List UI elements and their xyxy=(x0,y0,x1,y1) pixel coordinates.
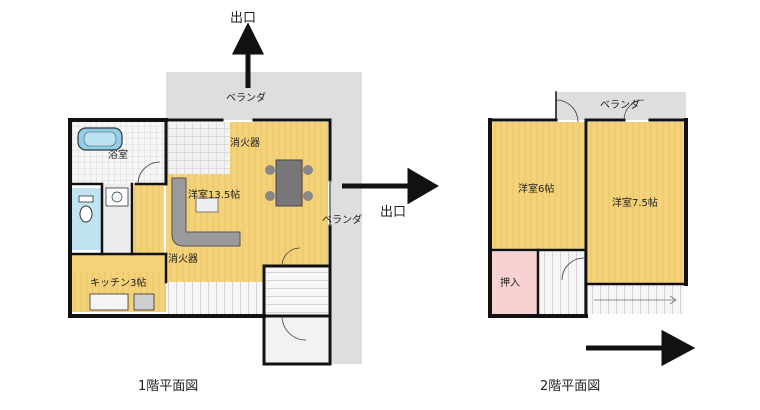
chair-icon xyxy=(303,191,313,201)
room-east-label: 洋室7.5帖 xyxy=(612,196,658,209)
exit-top-label: 出口 xyxy=(230,11,256,26)
dining-table-icon xyxy=(275,159,303,207)
exit-arrow-up xyxy=(231,22,265,88)
kitchen-counter xyxy=(72,254,166,272)
fire-extinguisher-label-1: 消火器 xyxy=(230,136,260,149)
floor1-plan: 出口 出口 ベランダ ベランダ 浴室 洋室13.5帖 消火器 消火器 キッチン3… xyxy=(68,11,439,394)
sofa-icon xyxy=(171,177,241,247)
floor2-plan: ベランダ 洋室6帖 洋室7.5帖 押入 2階平面図 xyxy=(488,91,696,394)
stair-direction-icon xyxy=(594,295,677,305)
door-swing-lower xyxy=(281,315,307,341)
kitchen-label: キッチン3帖 xyxy=(90,276,146,289)
door-swing-hall xyxy=(561,257,585,281)
closet-area xyxy=(490,252,538,314)
chair-icon xyxy=(265,165,275,175)
toilet-icon xyxy=(79,205,93,223)
entry-tile-area xyxy=(168,122,230,174)
floor2-walls xyxy=(488,91,688,318)
chair-icon xyxy=(265,191,275,201)
stairs-floor1-lower xyxy=(166,282,262,314)
hallway-floor2 xyxy=(540,252,586,314)
living-room-label: 洋室13.5帖 xyxy=(188,188,240,201)
stove-icon xyxy=(133,293,155,311)
floor2-title: 2階平面図 xyxy=(540,379,600,394)
exit-right-label: 出口 xyxy=(380,205,406,220)
closet-label: 押入 xyxy=(500,276,520,289)
room-west-label: 洋室6帖 xyxy=(518,182,554,195)
fire-extinguisher-label-2: 消火器 xyxy=(168,252,198,265)
direction-arrow xyxy=(586,329,696,367)
entrance-upper xyxy=(264,266,328,316)
toilet-tank xyxy=(78,195,94,203)
room-west-floor xyxy=(490,122,586,250)
bathtub-inner xyxy=(83,131,117,147)
stairs-floor1 xyxy=(134,184,164,254)
floor1-title: 1階平面図 xyxy=(138,379,198,394)
veranda-side-area xyxy=(330,72,362,364)
exit-arrow-right xyxy=(342,167,439,205)
door-swing-bath xyxy=(137,161,161,185)
veranda-floor2-label: ベランダ xyxy=(600,98,640,111)
stairs-floor2 xyxy=(588,284,684,314)
room-east-floor xyxy=(588,122,684,284)
coffee-table-icon xyxy=(195,197,219,213)
chair-icon xyxy=(303,165,313,175)
entrance-lower xyxy=(264,316,328,364)
door-swing-veranda2 xyxy=(555,99,579,123)
veranda-top-label: ベランダ xyxy=(226,91,266,104)
bathroom-label: 浴室 xyxy=(108,148,128,161)
floor1-walls xyxy=(68,118,332,366)
kitchen-sink-counter xyxy=(89,293,129,311)
veranda-floor2-area xyxy=(556,92,686,120)
door-swing-east xyxy=(623,99,645,121)
sink-bowl-icon xyxy=(111,191,123,203)
door-swing-entrance xyxy=(281,247,301,267)
veranda-side-label: ベランダ xyxy=(322,213,362,226)
